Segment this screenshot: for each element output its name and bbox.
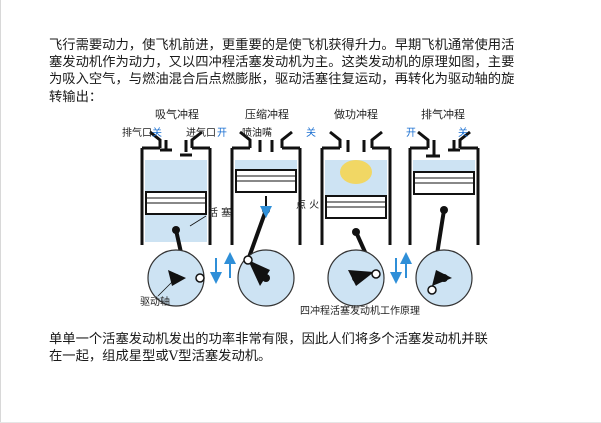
exhaust-valve-state: 关 (152, 126, 162, 139)
cylinder-wall (140, 146, 212, 245)
outro-paragraph: 单单一个活塞发动机发出的功率非常有限，因此人们将多个活塞发动机并联 在一起，组成… (49, 331, 569, 365)
engine-intake (140, 130, 222, 307)
intake-port-label: 进气口 (186, 126, 216, 139)
spark-icon (340, 160, 372, 184)
connecting-rod (246, 209, 268, 261)
diagram-caption: 四冲程活塞发动机工作原理 (300, 304, 420, 317)
port-channels (149, 130, 203, 148)
intro-paragraph: 飞行需要动力，使飞机前进，更重要的是使飞机获得升力。早期飞机通常使用活 塞发动机… (49, 37, 569, 106)
exhaust-left-valve-state: 开 (406, 128, 416, 139)
intro-line: 塞发动机作为动力，又以四冲程活塞发动机为主。这类发动机的原理如图，主要 (49, 55, 515, 71)
engine-compression (224, 130, 302, 307)
page-left-border (0, 0, 1, 423)
valve-stems (164, 140, 188, 152)
outro-line: 单单一个活塞发动机发出的功率非常有限，因此人们将多个活塞发动机并联 (49, 332, 488, 347)
intro-line: 飞行需要动力，使飞机前进，更重要的是使飞机获得升力。早期飞机通常使用活 (49, 38, 515, 53)
compression-valve-state: 关 (306, 126, 316, 139)
injector-label: 喷油嘴 (242, 126, 272, 139)
engine-exhaust (400, 130, 480, 307)
intro-line: 转输出： (49, 89, 103, 105)
stroke-title-power: 做功冲程 (334, 107, 378, 121)
intake-valve-state: 开 (217, 128, 227, 139)
engine-power (320, 130, 402, 307)
four-stroke-engine-diagram: 吸气冲程 压缩冲程 做功冲程 排气冲程 (122, 107, 480, 317)
stroke-title-compression: 压缩冲程 (245, 107, 289, 121)
stroke-title-exhaust: 排气冲程 (421, 107, 465, 121)
ignition-label: 点 火 (296, 199, 319, 211)
exhaust-right-valve-state: 关 (458, 126, 468, 139)
stroke-title-intake: 吸气冲程 (155, 107, 199, 121)
outro-line: 在一起，组成星型或V型活塞发动机。 (49, 349, 272, 365)
exhaust-port-label: 排气口 (122, 126, 152, 139)
piston-label: 活 塞 (208, 206, 231, 219)
intro-line: 为吸入空气，与燃油混合后点燃膨胀，驱动活塞往复运动，再转化为驱动轴的旋 (49, 72, 515, 88)
shaft-label: 驱动轴 (140, 295, 170, 308)
valve-heads (160, 148, 192, 157)
